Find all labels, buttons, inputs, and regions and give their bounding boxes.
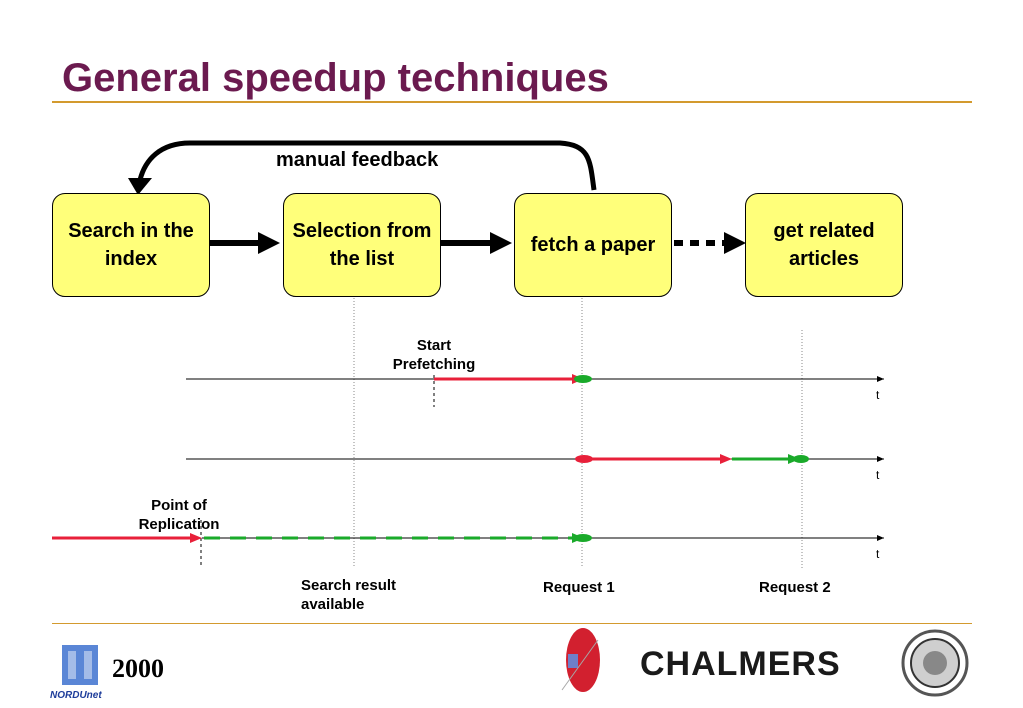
step-label: Search in the index	[68, 220, 194, 270]
timeline-2-red-head	[720, 454, 732, 464]
step-search-index: Search in the index	[52, 193, 210, 297]
step-label: Selection from the list	[292, 220, 432, 270]
timeline-3-red-head	[190, 533, 202, 543]
footer-divider	[52, 623, 972, 624]
feedback-arrowhead	[128, 178, 152, 195]
flow-arrow-2	[440, 232, 512, 254]
nordunet-logo	[62, 645, 98, 685]
title-divider	[52, 101, 972, 103]
step-selection-list: Selection from the list	[283, 193, 441, 297]
feedback-arrow	[137, 140, 597, 191]
flow-arrow-1	[210, 232, 280, 254]
dtv-badge	[561, 628, 600, 692]
page-title: General speedup techniques	[62, 56, 609, 100]
step-fetch-paper: fetch a paper	[514, 193, 672, 297]
timeline-2-green-dot	[793, 455, 809, 463]
point-of-replication-label: Point of Replication	[138, 497, 220, 533]
step-label: fetch a paper	[530, 234, 656, 256]
start-prefetching-label: Start Prefetching	[392, 337, 476, 373]
step-related-articles: get related articles	[745, 193, 903, 297]
chalmers-wordmark: CHALMERS	[640, 645, 841, 683]
request-2-label: Request 2	[759, 579, 831, 596]
time-axis-label-3: t	[876, 547, 880, 561]
feedback-label: manual feedback	[276, 149, 439, 171]
time-axis-label-2: t	[876, 468, 880, 482]
search-result-label: Search result available	[301, 577, 397, 613]
timeline-3-green-dot	[574, 534, 592, 542]
time-axis-label-1: t	[876, 388, 880, 402]
flow-arrow-3-dotted	[674, 232, 746, 254]
chalmers-crest	[901, 629, 969, 697]
nordunet-logo-text: NORDUnet	[50, 690, 102, 701]
timeline-1-green-dot	[574, 375, 592, 383]
footer-year: 2000	[112, 654, 164, 683]
request-1-label: Request 1	[543, 579, 615, 596]
step-label: get related articles	[773, 220, 875, 270]
